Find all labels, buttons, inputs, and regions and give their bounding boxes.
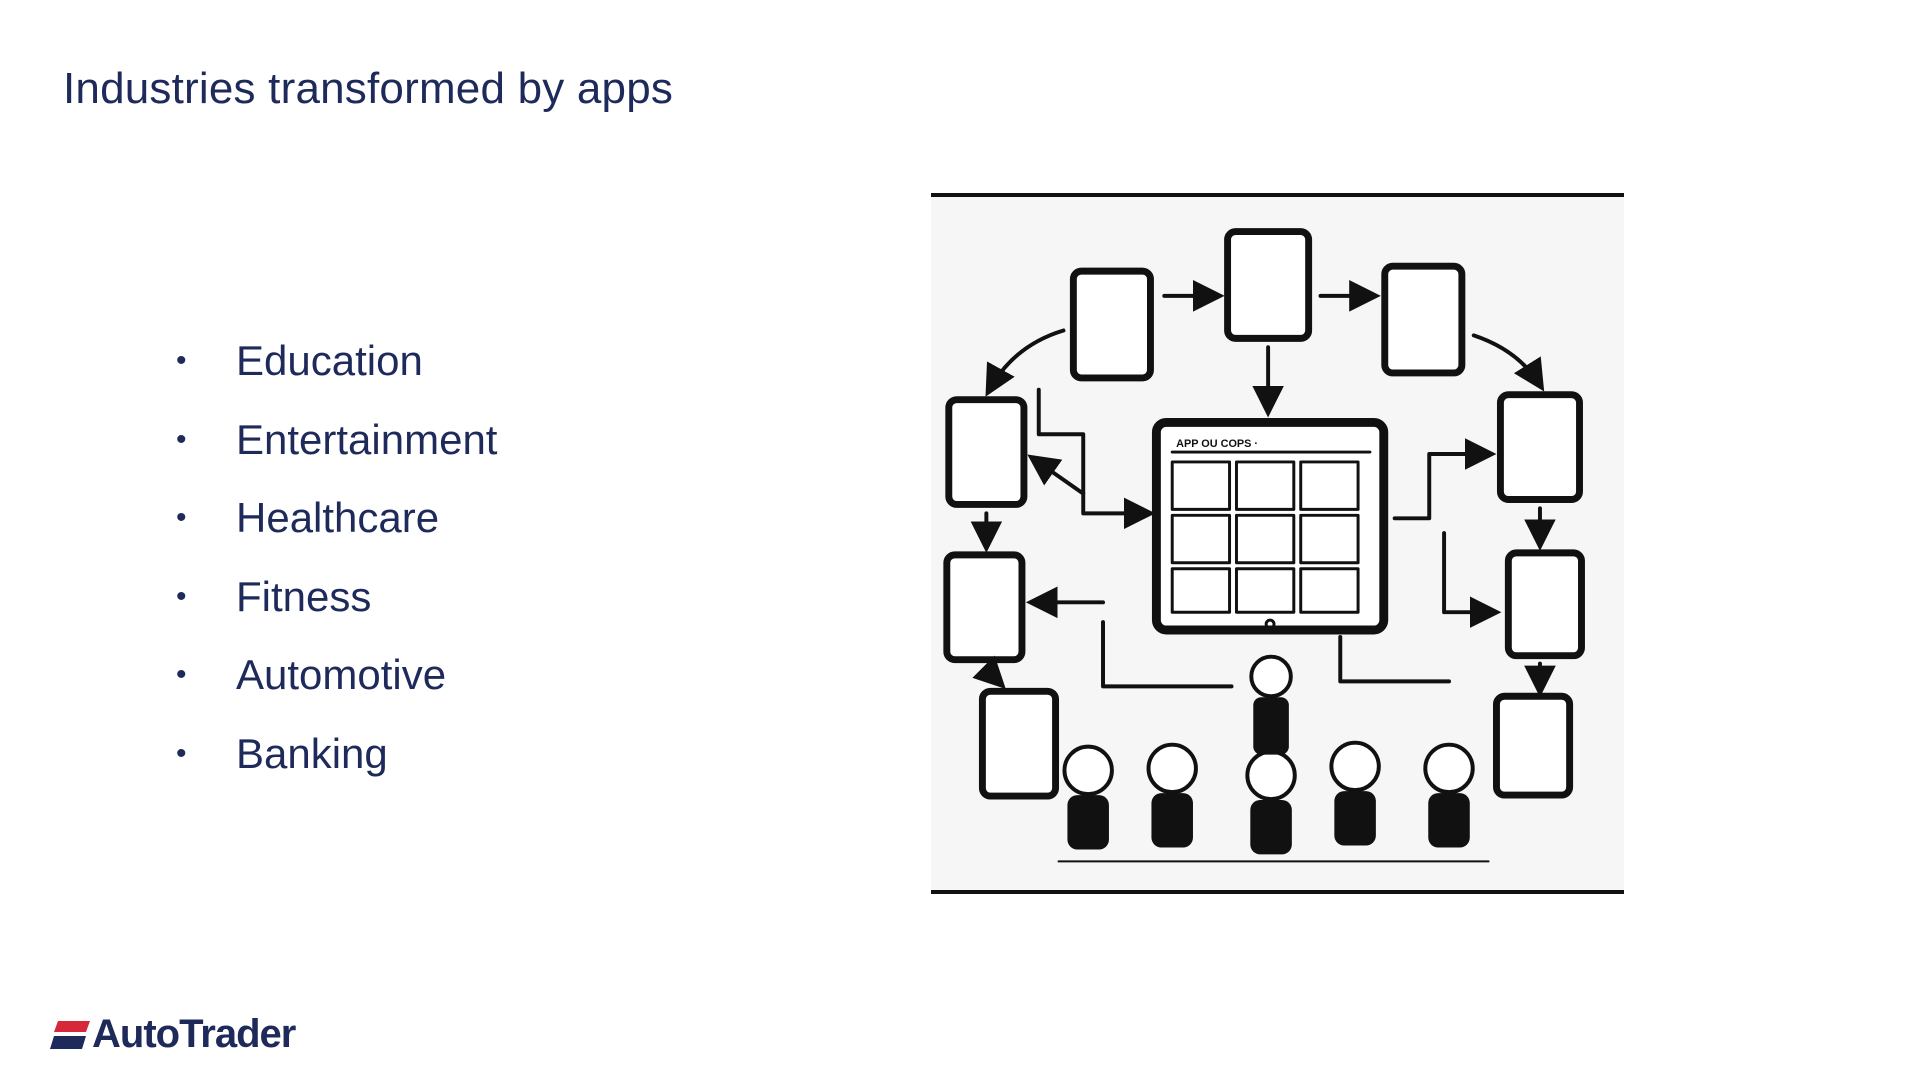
bullet-label: Entertainment	[236, 415, 498, 463]
bullet-dot: •	[176, 501, 187, 535]
bullet-dot: •	[176, 658, 187, 692]
bullet-dot: •	[176, 736, 187, 770]
list-item: • Banking	[176, 715, 497, 794]
bullet-label: Education	[236, 337, 423, 385]
main-screen-label: APP OU COPS ·	[1176, 438, 1258, 450]
app-network-illustration: APP OU COPS ·	[931, 193, 1624, 894]
bullet-dot: •	[176, 579, 187, 613]
bullet-list: • Education • Entertainment • Healthcare • F…	[176, 322, 497, 793]
list-item: • Automotive	[176, 636, 497, 715]
bullet-label: Automotive	[236, 651, 447, 699]
bullet-label: Healthcare	[236, 494, 440, 542]
list-item: • Entertainment	[176, 401, 497, 480]
autotrader-logo-mark-icon	[50, 1020, 90, 1049]
bullet-label: Fitness	[236, 572, 372, 620]
bullet-dot: •	[176, 422, 187, 456]
bullet-label: Banking	[236, 729, 388, 777]
autotrader-logo: AutoTrader	[50, 1012, 296, 1057]
list-item: • Fitness	[176, 558, 497, 637]
logo-text: AutoTrader	[92, 1012, 296, 1056]
app-network-drawing: APP OU COPS ·	[943, 228, 1585, 863]
list-item: • Healthcare	[176, 479, 497, 558]
list-item: • Education	[176, 322, 497, 401]
slide-title: Industries transformed by apps	[63, 64, 674, 113]
bullet-dot: •	[176, 344, 187, 378]
